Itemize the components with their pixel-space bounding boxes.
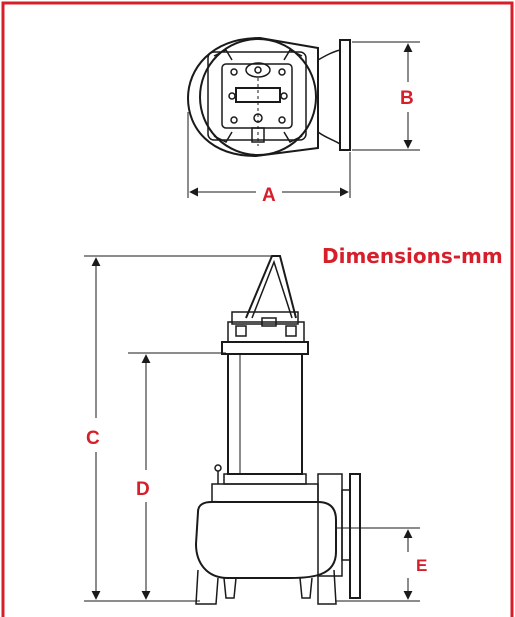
dimension-e — [336, 527, 420, 602]
dimension-a — [187, 112, 351, 198]
dimension-c — [84, 255, 278, 602]
dimension-d — [128, 352, 226, 600]
label-d: D — [136, 479, 150, 500]
dimensions-title: Dimensions-mm — [322, 244, 503, 268]
label-b: B — [400, 88, 414, 109]
pump-side-view — [194, 255, 361, 605]
label-c: C — [86, 428, 100, 449]
pump-top-view — [186, 36, 351, 158]
label-a: A — [262, 185, 276, 206]
label-e: E — [416, 556, 427, 575]
dimension-b — [352, 41, 420, 151]
